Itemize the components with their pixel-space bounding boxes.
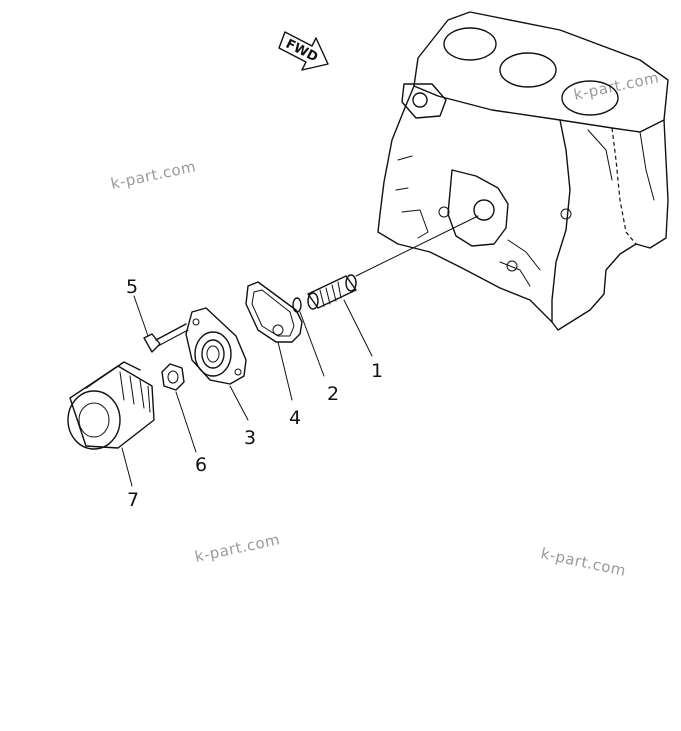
oil-pipe-part bbox=[307, 274, 357, 310]
leader-line-7 bbox=[121, 447, 133, 487]
watermark-top-left: k-part.com bbox=[109, 157, 198, 193]
callout-5: 5 bbox=[126, 276, 138, 298]
watermark-top-right: k-part.com bbox=[572, 68, 661, 104]
nut-part bbox=[161, 363, 185, 391]
callout-7: 7 bbox=[127, 489, 139, 511]
watermark-bottom-left: k-part.com bbox=[193, 530, 282, 566]
leader-line-5 bbox=[133, 295, 149, 337]
forward-arrow-icon: FWD bbox=[278, 31, 329, 71]
oil-filter-part bbox=[67, 361, 155, 450]
leader-line-4 bbox=[277, 341, 293, 401]
callout-2: 2 bbox=[327, 383, 339, 405]
o-ring-part bbox=[292, 297, 302, 313]
callout-3: 3 bbox=[244, 427, 256, 449]
leader-line-1 bbox=[343, 299, 373, 357]
engine-block bbox=[377, 11, 669, 331]
callout-1: 1 bbox=[371, 360, 383, 382]
leader-line-3 bbox=[229, 385, 249, 421]
leader-line-6 bbox=[175, 391, 197, 453]
filter-head-part bbox=[185, 307, 247, 385]
leader-line-2 bbox=[299, 311, 325, 377]
bolt-part bbox=[143, 323, 189, 353]
watermark-bottom-right: k-part.com bbox=[539, 544, 628, 580]
callout-4: 4 bbox=[289, 407, 301, 429]
callout-6: 6 bbox=[195, 454, 207, 476]
assembly-center-line bbox=[355, 215, 479, 277]
gasket-part bbox=[245, 281, 303, 343]
